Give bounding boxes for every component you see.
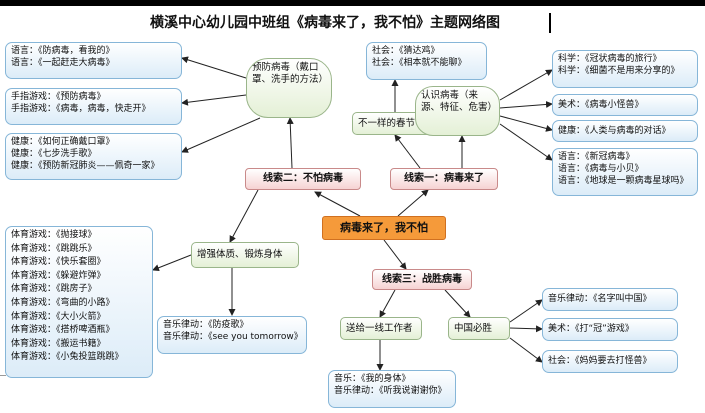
list-item: 健康：《七步洗手歌》 (11, 149, 97, 159)
leaf-social-box: 社会：《猜达鸡》 社会：《相本就不能聊》 (366, 42, 487, 80)
list-item: 体育游戏：《搬运书籍》 (11, 338, 106, 349)
leaf-health2-box: 健康：《人类与病毒的对话》 (552, 120, 698, 142)
hub-know-virus: 认识病毒（来源、特征、危害） (415, 86, 500, 136)
thread-2: 线索二：不怕病毒 (245, 168, 361, 190)
list-item: 音乐律动：《名字叫中国》 (548, 294, 652, 304)
list-item: 健康：《预防新冠肺炎——佩奇一家》 (11, 161, 160, 171)
hub-exercise: 增强体质、锻炼身体 (191, 242, 299, 268)
leaf-social2-box: 社会：《妈妈要去打怪兽》 (542, 350, 678, 373)
list-item: 音乐律动：《防疫歌》 (163, 320, 249, 330)
list-item: 语言：《防病毒，看我的》 (11, 46, 115, 56)
leaf-rhythm-box: 音乐律动：《防疫歌》 音乐律动：《see you tomorrow》 (157, 316, 307, 354)
list-item: 体育游戏：《搭桥啤酒瓶》 (11, 325, 115, 336)
list-item: 体育游戏：《弯曲的小路》 (11, 297, 115, 308)
list-item: 社会：《相本就不能聊》 (372, 58, 467, 68)
list-item: 体育游戏：《跳房子》 (11, 284, 97, 295)
list-item: 语言：《一起赶走大病毒》 (11, 58, 115, 68)
list-item: 音乐律动：《听我说谢谢你》 (334, 386, 447, 396)
list-item: 体育游戏：《抛接球》 (11, 230, 97, 240)
list-item: 手指游戏：《预防病毒》 (11, 92, 106, 102)
list-item: 社会：《猜达鸡》 (372, 46, 440, 56)
list-item: 音乐律动：《see you tomorrow》 (163, 332, 303, 342)
list-item: 体育游戏：《快乐套圈》 (11, 257, 106, 268)
page-title: 横溪中心幼儿园中班组《病毒来了，我不怕》主题网络图 (150, 15, 500, 31)
leaf-art-box: 美术：《病毒小怪兽》 (552, 94, 698, 116)
leaf-health-box: 健康：《如何正确戴口罩》 健康：《七步洗手歌》 健康：《预防新冠肺炎——佩奇一家… (5, 133, 182, 180)
list-item: 健康：《人类与病毒的对话》 (558, 126, 671, 136)
leaf-music2-box: 音乐律动：《名字叫中国》 (542, 288, 678, 311)
leaf-music3-box: 音乐：《我的身体》 音乐律动：《听我说谢谢你》 (328, 370, 456, 408)
list-item: 语言：《病毒与小贝》 (558, 164, 644, 174)
list-item: 语言：《地球是一颗病毒星球吗》 (558, 176, 689, 186)
leaf-art2-box: 美术：《打“冠”游戏》 (542, 318, 678, 341)
leaf-science-box: 科学：《冠状病毒的旅行》 科学：《细菌不是用来分享的》 (552, 50, 698, 88)
leaf-sports-box: 体育游戏：《抛接球》 体育游戏：《跳跳乐》 体育游戏：《快乐套圈》 体育游戏：《… (5, 226, 153, 378)
list-item: 手指游戏：《病毒，病毒，快走开》 (11, 104, 151, 114)
center-topic: 病毒来了，我不怕 (322, 216, 446, 240)
list-item: 科学：《细菌不是用来分享的》 (558, 66, 680, 76)
list-item: 体育游戏：《小兔投篮跳跳》 (11, 352, 124, 363)
hub-china: 中国必胜 (448, 317, 510, 340)
list-item: 美术：《病毒小怪兽》 (558, 100, 644, 110)
list-item: 社会：《妈妈要去打怪兽》 (548, 356, 652, 366)
list-item: 体育游戏：《跳跳乐》 (11, 243, 97, 254)
list-item: 语言：《新冠病毒》 (558, 152, 635, 162)
list-item: 体育游戏：《大小火箭》 (11, 311, 106, 322)
list-item: 科学：《冠状病毒的旅行》 (558, 54, 662, 64)
list-item: 音乐：《我的身体》 (334, 374, 411, 384)
thread-1: 线索一：病毒来了 (390, 168, 498, 190)
hub-prevent-virus: 预防病毒（戴口罩、洗手的方法） (246, 58, 332, 118)
text-cursor (549, 13, 551, 33)
list-item: 健康：《如何正确戴口罩》 (11, 137, 115, 147)
top-bar (0, 0, 705, 6)
leaf-language2-box: 语言：《新冠病毒》 语言：《病毒与小贝》 语言：《地球是一颗病毒星球吗》 (552, 148, 698, 196)
list-item: 体育游戏：《躲避炸弹》 (11, 270, 106, 281)
leaf-finger-game-box: 手指游戏：《预防病毒》 手指游戏：《病毒，病毒，快走开》 (5, 88, 182, 125)
leaf-language-box: 语言：《防病毒，看我的》 语言：《一起赶走大病毒》 (5, 42, 182, 79)
hub-frontline: 送给一线工作者 (340, 317, 422, 340)
list-item: 美术：《打“冠”游戏》 (548, 324, 634, 334)
margin-mark (0, 375, 6, 376)
thread-3: 线索三：战胜病毒 (372, 269, 472, 290)
